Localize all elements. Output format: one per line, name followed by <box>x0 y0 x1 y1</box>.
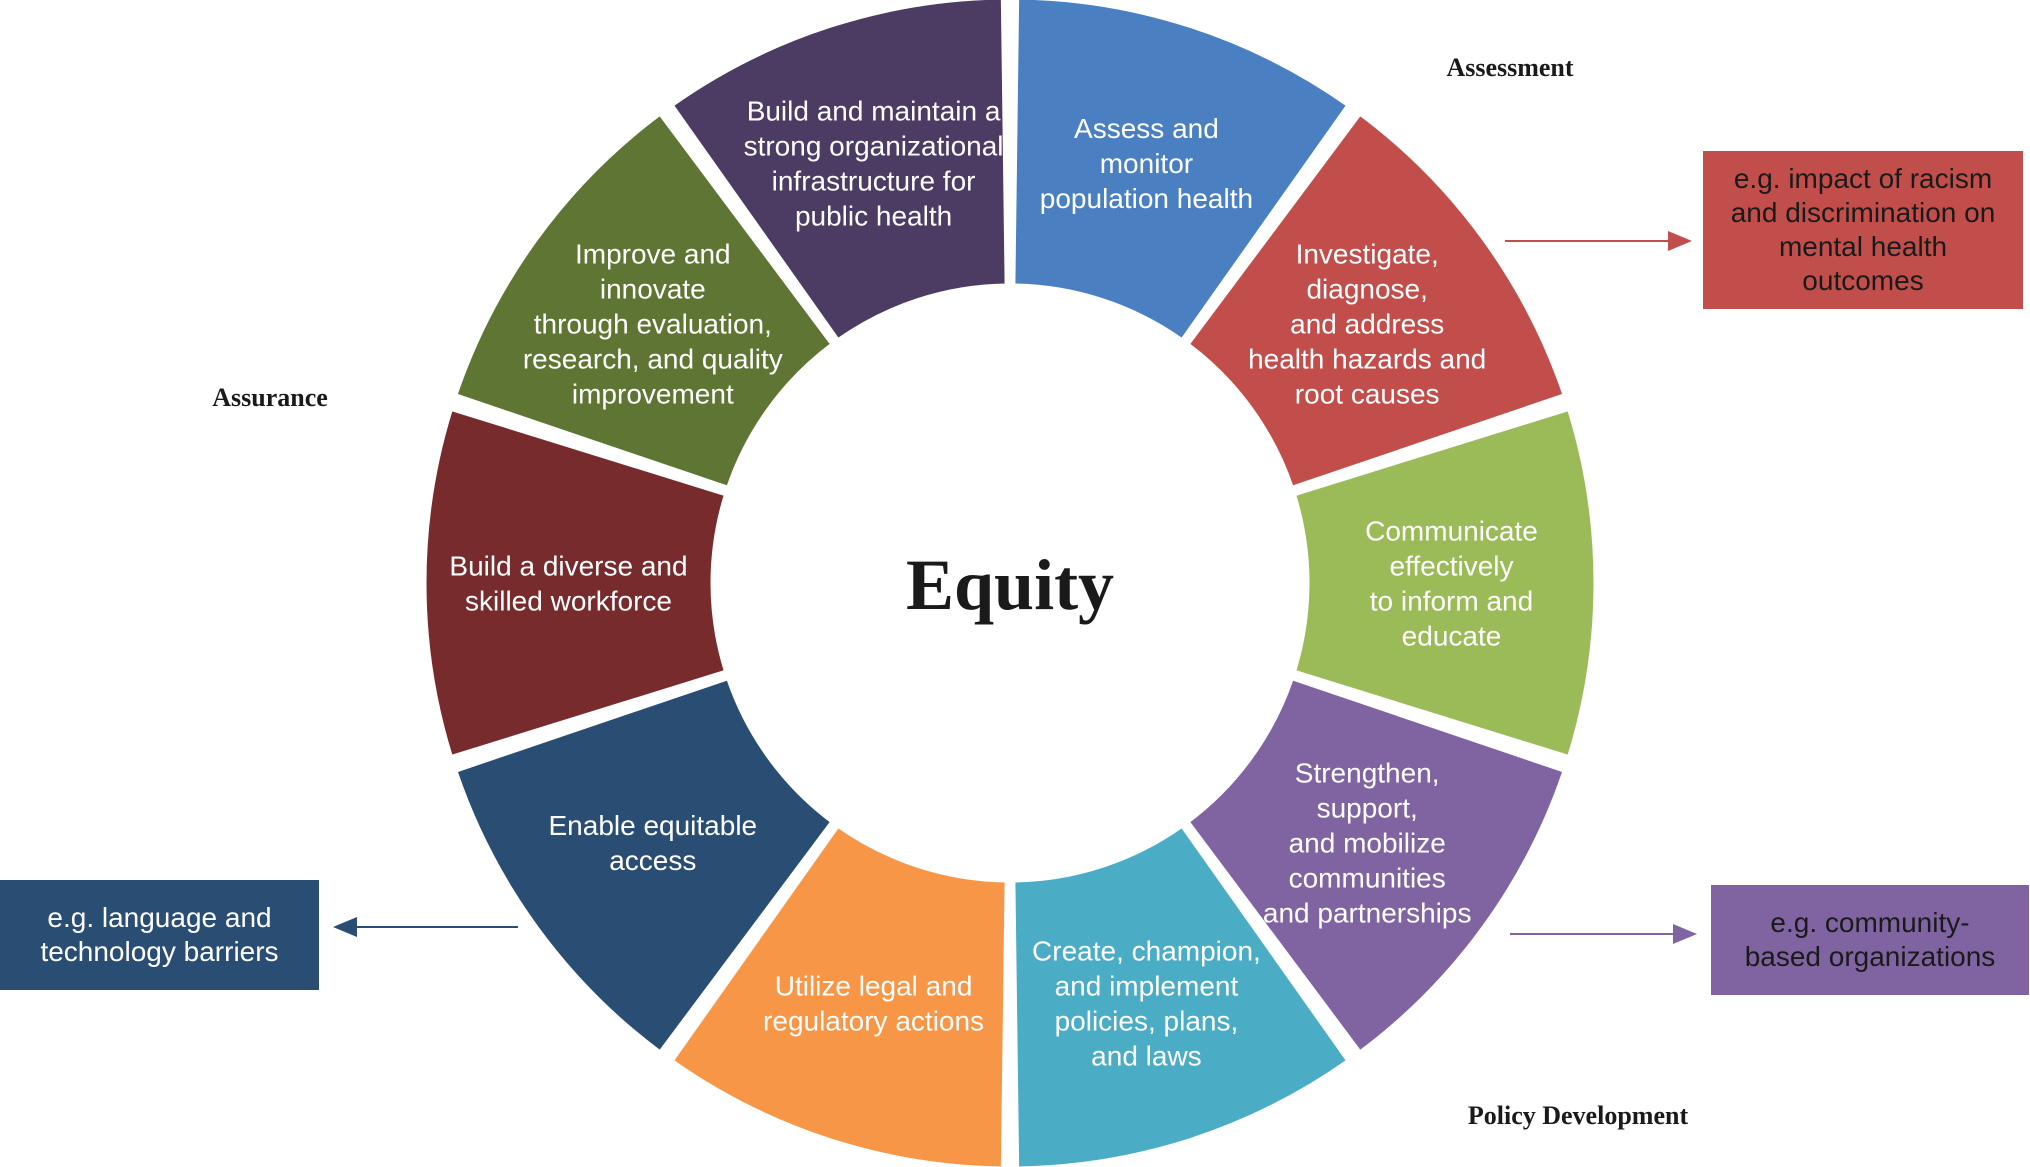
segment-label-line: improvement <box>572 378 734 409</box>
segment-label-line: educate <box>1402 621 1502 652</box>
arrow-to-language-callout <box>333 917 518 937</box>
segment-label-line: diagnose, <box>1306 273 1427 304</box>
segment-label-assess: Assess and monitor population health <box>1040 113 1253 214</box>
segment-label-line: and mobilize <box>1289 828 1446 859</box>
segment-label-line: and implement <box>1055 970 1239 1001</box>
segment-label-line: Build and maintain a <box>747 96 1001 127</box>
callout-language: e.g. language and technology barriers <box>0 880 319 990</box>
segment-label-improve: Improve and innovate through evaluation, re… <box>523 238 783 409</box>
callout-community-text: e.g. community- based organizations <box>1744 907 1996 972</box>
wheel-segments <box>423 0 1597 1167</box>
segment-label-line: communities <box>1289 863 1446 894</box>
segment-label-line: through evaluation, <box>534 308 772 339</box>
callout-racism-text: e.g. impact of racism and discrimination… <box>1730 163 1996 296</box>
segment-create <box>1012 824 1350 1167</box>
segment-label-line: root causes <box>1295 378 1440 409</box>
segment-label-strengthen: Strengthen, support, and mobilize communiti… <box>1263 758 1472 929</box>
segment-label-line: Improve and <box>575 238 731 269</box>
segment-investigate <box>1186 112 1566 490</box>
segment-label-build-workforce: Build a diverse and skilled workforce <box>449 551 687 617</box>
group-label-assessment: Assessment <box>1446 53 1573 82</box>
segment-label-line: skilled workforce <box>465 586 672 617</box>
segment-label-line: Investigate, <box>1296 238 1439 269</box>
segment-communicate <box>1292 407 1597 759</box>
segment-label-line: Build a diverse and <box>449 551 687 582</box>
segment-label-investigate: Investigate, diagnose, and address health h… <box>1248 238 1486 409</box>
segment-label-line: public health <box>795 201 952 232</box>
segment-label-line: population health <box>1040 183 1253 214</box>
segment-infrastructure <box>670 0 1008 342</box>
segment-assess <box>1012 0 1350 342</box>
segment-label-line: research, and quality <box>523 343 783 374</box>
segment-label-enable: Enable equitable access <box>549 810 758 876</box>
callout-racism: e.g. impact of racism and discrimination… <box>1703 151 2023 309</box>
group-label-assurance: Assurance <box>212 383 328 412</box>
segment-label-line: strong organizational <box>744 131 1004 162</box>
segment-label-line: and address <box>1290 308 1444 339</box>
segment-label-line: monitor <box>1100 148 1193 179</box>
segment-label-line: infrastructure for <box>772 166 976 197</box>
arrow-to-community-callout <box>1510 924 1697 944</box>
segment-build-workforce <box>423 407 728 759</box>
arrow-to-racism-callout <box>1505 231 1692 251</box>
group-label-policy-development: Policy Development <box>1468 1101 1689 1130</box>
segment-utilize <box>670 824 1008 1167</box>
segment-strengthen <box>1186 676 1566 1054</box>
segment-label-line: effectively <box>1390 551 1514 582</box>
callout-community: e.g. community- based organizations <box>1711 885 2029 995</box>
segment-label-line: policies, plans, <box>1055 1005 1239 1036</box>
segment-label-line: health hazards and <box>1248 343 1486 374</box>
segment-label-utilize: Utilize legal and regulatory actions <box>763 970 984 1036</box>
segment-label-line: regulatory actions <box>763 1005 984 1036</box>
segment-label-line: Communicate <box>1365 516 1538 547</box>
segment-improve <box>454 112 834 490</box>
segment-label-line: Create, champion, <box>1032 935 1261 966</box>
segment-label-line: to inform and <box>1370 586 1533 617</box>
segment-label-communicate: Communicate effectively to inform and educa… <box>1365 516 1538 652</box>
center-label: Equity <box>906 545 1114 625</box>
segment-label-line: Strengthen, <box>1295 758 1440 789</box>
segment-label-line: Utilize legal and <box>775 970 973 1001</box>
wheel-segment-labels: Assess and monitor population healthInvest… <box>449 96 1537 1072</box>
segment-label-line: and laws <box>1091 1040 1202 1071</box>
segment-label-infrastructure: Build and maintain a strong organizationa… <box>744 96 1004 232</box>
segment-label-line: support, <box>1317 793 1418 824</box>
segment-label-line: Assess and <box>1074 113 1219 144</box>
segment-label-line: innovate <box>600 273 706 304</box>
segment-enable <box>454 676 834 1054</box>
segment-label-line: and partnerships <box>1263 898 1472 929</box>
callout-language-text: e.g. language and technology barriers <box>40 902 279 967</box>
segment-label-create: Create, champion, and implement policies, … <box>1032 935 1261 1071</box>
segment-label-line: Enable equitable <box>549 810 758 841</box>
segment-label-line: access <box>609 845 696 876</box>
